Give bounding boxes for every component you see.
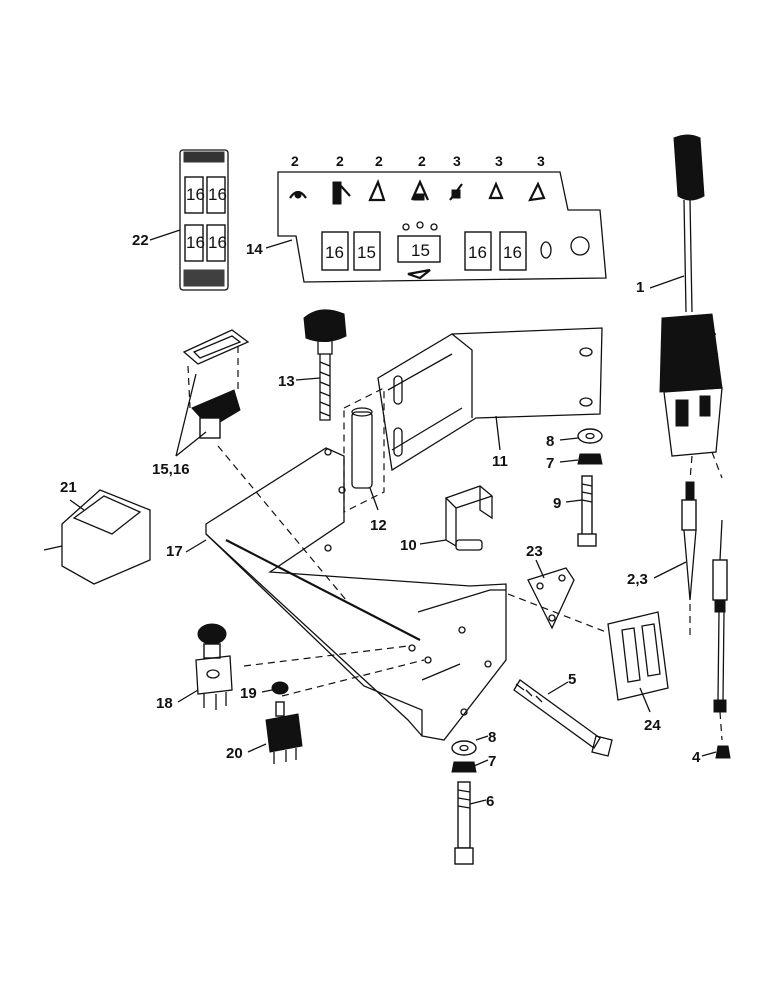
switch-frame-21: 21 bbox=[43, 479, 151, 585]
panel14-top-label-5: 3 bbox=[453, 153, 461, 169]
panel22-window-4: 16 bbox=[208, 233, 227, 252]
long-bolt-5: 5 bbox=[513, 671, 613, 757]
panel14-top-label-2: 2 bbox=[336, 153, 344, 169]
callout-22: 22 bbox=[132, 232, 149, 249]
panel14-top-label-7: 3 bbox=[537, 153, 545, 169]
callout-8-lower: 8 bbox=[488, 729, 496, 746]
bolt-set-lower: 8 7 6 bbox=[451, 729, 496, 865]
clip-bracket-10: 10 bbox=[400, 485, 494, 554]
panel14-window-3: 15 bbox=[411, 241, 430, 260]
callout-14: 14 bbox=[246, 241, 263, 258]
slotted-bracket-11: 11 bbox=[377, 327, 603, 472]
callout-23: 23 bbox=[526, 543, 543, 560]
callout-15-16: 15,16 bbox=[152, 461, 190, 478]
callout-8-upper: 8 bbox=[546, 433, 554, 450]
console-housing-17: 17 bbox=[166, 447, 507, 741]
panel14-top-label-3: 2 bbox=[375, 153, 383, 169]
callout-7-lower: 7 bbox=[488, 753, 496, 770]
knob-13: 13 bbox=[278, 309, 347, 421]
bolt-set-upper: 8 7 9 bbox=[546, 428, 603, 547]
callout-18: 18 bbox=[156, 695, 173, 712]
u-clip-24: 24 bbox=[607, 611, 669, 734]
panel14-window-4: 16 bbox=[468, 243, 487, 262]
callout-6: 6 bbox=[486, 793, 494, 810]
panel14-window-1: 16 bbox=[325, 243, 344, 262]
joystick-lever-1: 1 bbox=[636, 134, 723, 457]
switch-panel-22: 16 16 16 16 22 bbox=[132, 149, 229, 291]
rocker-switch-20: 20 bbox=[226, 701, 303, 764]
panel22-window-2: 16 bbox=[208, 185, 227, 204]
callout-12: 12 bbox=[370, 517, 387, 534]
callout-21: 21 bbox=[60, 479, 77, 496]
callout-17: 17 bbox=[166, 543, 183, 560]
control-panel-14: 2 2 2 2 3 3 3 16 15 15 16 16 14 bbox=[246, 153, 607, 283]
callout-5: 5 bbox=[568, 671, 576, 688]
nut-4: 4 bbox=[692, 745, 731, 766]
assembly-lines bbox=[217, 445, 607, 697]
panel22-window-1: 16 bbox=[186, 185, 205, 204]
panel22-window-3: 16 bbox=[186, 233, 205, 252]
callout-9: 9 bbox=[553, 495, 561, 512]
rotary-switch-18: 18 bbox=[156, 623, 233, 712]
cable-assembly-2-3: 2,3 bbox=[627, 451, 728, 741]
cap-19: 19 bbox=[240, 681, 289, 702]
callout-1: 1 bbox=[636, 279, 644, 296]
callout-13: 13 bbox=[278, 373, 295, 390]
panel14-top-label-1: 2 bbox=[291, 153, 299, 169]
spacer-tube-12: 12 bbox=[343, 387, 387, 534]
switch-15-16: 15,16 bbox=[152, 329, 250, 478]
callout-20: 20 bbox=[226, 745, 243, 762]
callout-11: 11 bbox=[492, 453, 508, 470]
triangle-plate-23: 23 bbox=[526, 543, 575, 630]
panel14-window-5: 16 bbox=[503, 243, 522, 262]
panel14-window-2: 15 bbox=[357, 243, 376, 262]
panel14-symbols bbox=[289, 178, 546, 205]
callout-24: 24 bbox=[644, 717, 661, 734]
callout-2-3: 2,3 bbox=[627, 571, 648, 588]
panel14-top-label-6: 3 bbox=[495, 153, 503, 169]
callout-10: 10 bbox=[400, 537, 417, 554]
callout-4: 4 bbox=[692, 749, 701, 766]
callout-19: 19 bbox=[240, 685, 257, 702]
panel14-top-label-4: 2 bbox=[418, 153, 426, 169]
callout-7-upper: 7 bbox=[546, 455, 554, 472]
